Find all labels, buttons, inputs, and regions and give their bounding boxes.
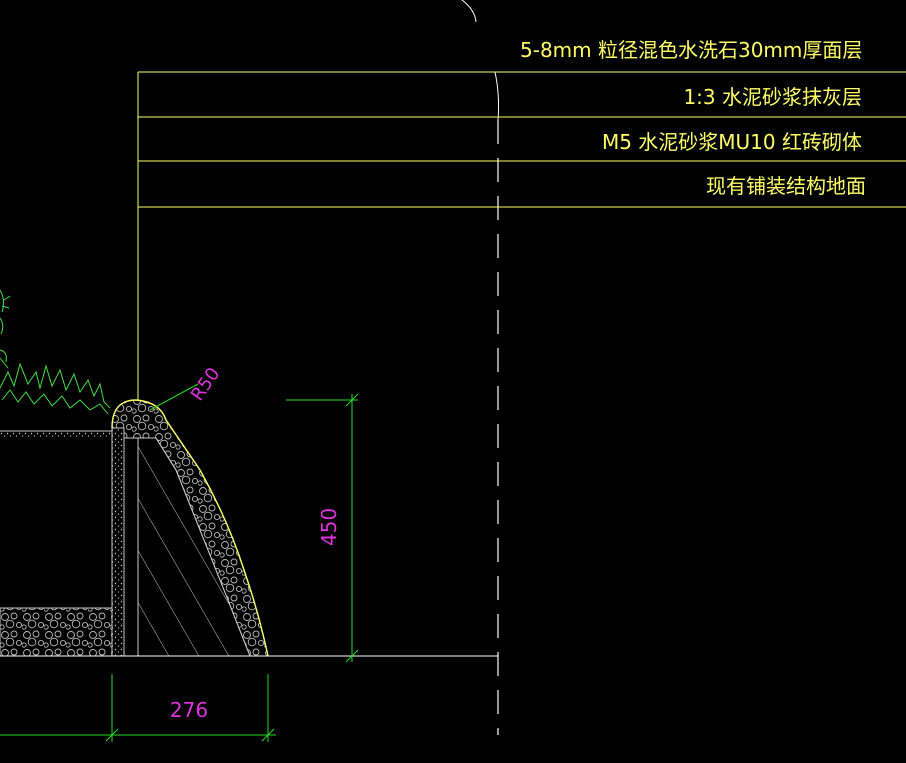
height-label: 450	[317, 508, 341, 546]
layer-label-ground: 现有铺装结构地面	[706, 174, 866, 198]
section-arc-lower	[494, 71, 500, 121]
width-label: 276	[170, 698, 208, 722]
outer-profile	[111, 399, 269, 657]
plant-foliage	[0, 289, 111, 415]
mortar-strip	[123, 437, 139, 657]
section-arc	[461, 0, 477, 23]
radius-leader	[149, 383, 199, 411]
plaster-layer	[111, 427, 125, 657]
width-dimension	[0, 674, 276, 742]
gravel-base	[0, 607, 113, 657]
height-dimension	[286, 393, 359, 663]
soil-surface	[0, 430, 112, 437]
layer-label-surface: 5-8mm 粒径混色水洗石30mm厚面层	[520, 38, 862, 62]
layer-label-plaster: 1:3 水泥砂浆抹灰层	[683, 85, 862, 109]
layer-label-masonry: M5 水泥砂浆MU10 红砖砌体	[602, 130, 862, 154]
label-leader-table	[137, 71, 906, 400]
radius-label: R50	[187, 364, 225, 405]
